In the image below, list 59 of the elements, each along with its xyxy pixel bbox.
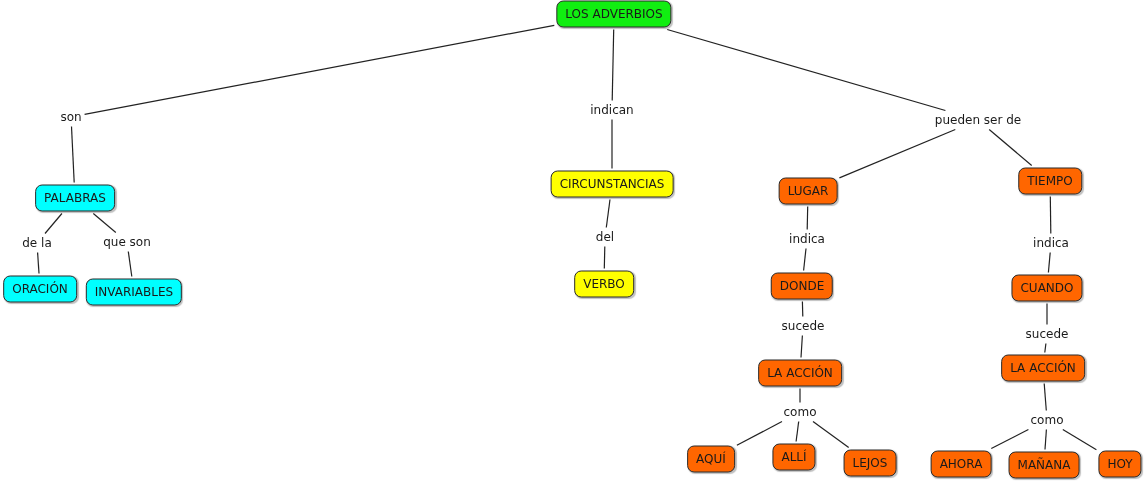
linking-phrase: pueden ser de bbox=[933, 112, 1023, 128]
concept-node: MAÑANA bbox=[1008, 451, 1080, 479]
concept-node: ORACIÓN bbox=[3, 275, 77, 303]
concept-node: HOY bbox=[1098, 450, 1142, 478]
concept-node: LOS ADVERBIOS bbox=[556, 0, 672, 28]
concept-node: VERBO bbox=[574, 270, 634, 298]
connector-line bbox=[1044, 342, 1047, 354]
connector-line bbox=[1062, 428, 1097, 451]
connector-line bbox=[44, 212, 63, 235]
linking-phrase: como bbox=[782, 404, 818, 420]
concept-node: INVARIABLES bbox=[85, 278, 183, 306]
connector-line bbox=[1044, 428, 1047, 451]
linking-phrase: del bbox=[594, 229, 616, 245]
linking-phrase: sucede bbox=[1024, 326, 1070, 342]
connector-line bbox=[736, 420, 783, 446]
linking-phrase: sucede bbox=[780, 318, 826, 334]
concept-node: ALLÍ bbox=[772, 443, 816, 471]
connector-line bbox=[988, 128, 1033, 167]
connector-line bbox=[990, 428, 1029, 450]
linking-phrase: que son bbox=[102, 234, 152, 250]
concept-node: LEJOS bbox=[843, 449, 897, 477]
concept-node: DONDE bbox=[770, 272, 834, 300]
linking-phrase: indican bbox=[589, 102, 635, 118]
connector-line bbox=[84, 24, 555, 115]
connector-line bbox=[92, 212, 117, 234]
connector-line bbox=[611, 28, 615, 102]
connector-line bbox=[812, 420, 850, 449]
concept-node: AQUÍ bbox=[687, 445, 735, 473]
concept-node: PALABRAS bbox=[35, 184, 115, 212]
connector-line bbox=[603, 245, 606, 270]
connector-line bbox=[127, 250, 133, 278]
linking-phrase: de la bbox=[21, 235, 53, 251]
concept-node: CUANDO bbox=[1011, 274, 1083, 302]
concept-node: LA ACCIÓN bbox=[1001, 354, 1085, 382]
concept-node: LA ACCIÓN bbox=[758, 359, 842, 387]
concept-node: CIRCUNSTANCIAS bbox=[550, 170, 674, 198]
concept-node: LUGAR bbox=[778, 177, 838, 205]
connector-line bbox=[795, 420, 800, 443]
linking-phrase: indica bbox=[1032, 235, 1070, 251]
connector-line bbox=[37, 251, 40, 275]
connector-line bbox=[1047, 251, 1051, 274]
connector-line bbox=[666, 28, 946, 112]
connector-line bbox=[1049, 195, 1052, 235]
linking-phrase: son bbox=[59, 109, 83, 125]
connector-line bbox=[1046, 302, 1048, 326]
concept-node: TIEMPO bbox=[1018, 167, 1082, 195]
connector-line bbox=[800, 334, 803, 359]
connector-line bbox=[1043, 382, 1047, 412]
concept-node: AHORA bbox=[930, 450, 992, 478]
linking-phrase: como bbox=[1029, 412, 1065, 428]
connector-line bbox=[799, 387, 801, 404]
connector-line bbox=[803, 247, 807, 272]
connector-line bbox=[806, 205, 809, 231]
connector-line bbox=[838, 128, 956, 179]
connector-line bbox=[611, 118, 613, 170]
connector-line bbox=[801, 300, 804, 318]
connector-line bbox=[605, 198, 611, 229]
connector-line bbox=[70, 125, 75, 184]
linking-phrase: indica bbox=[788, 231, 826, 247]
